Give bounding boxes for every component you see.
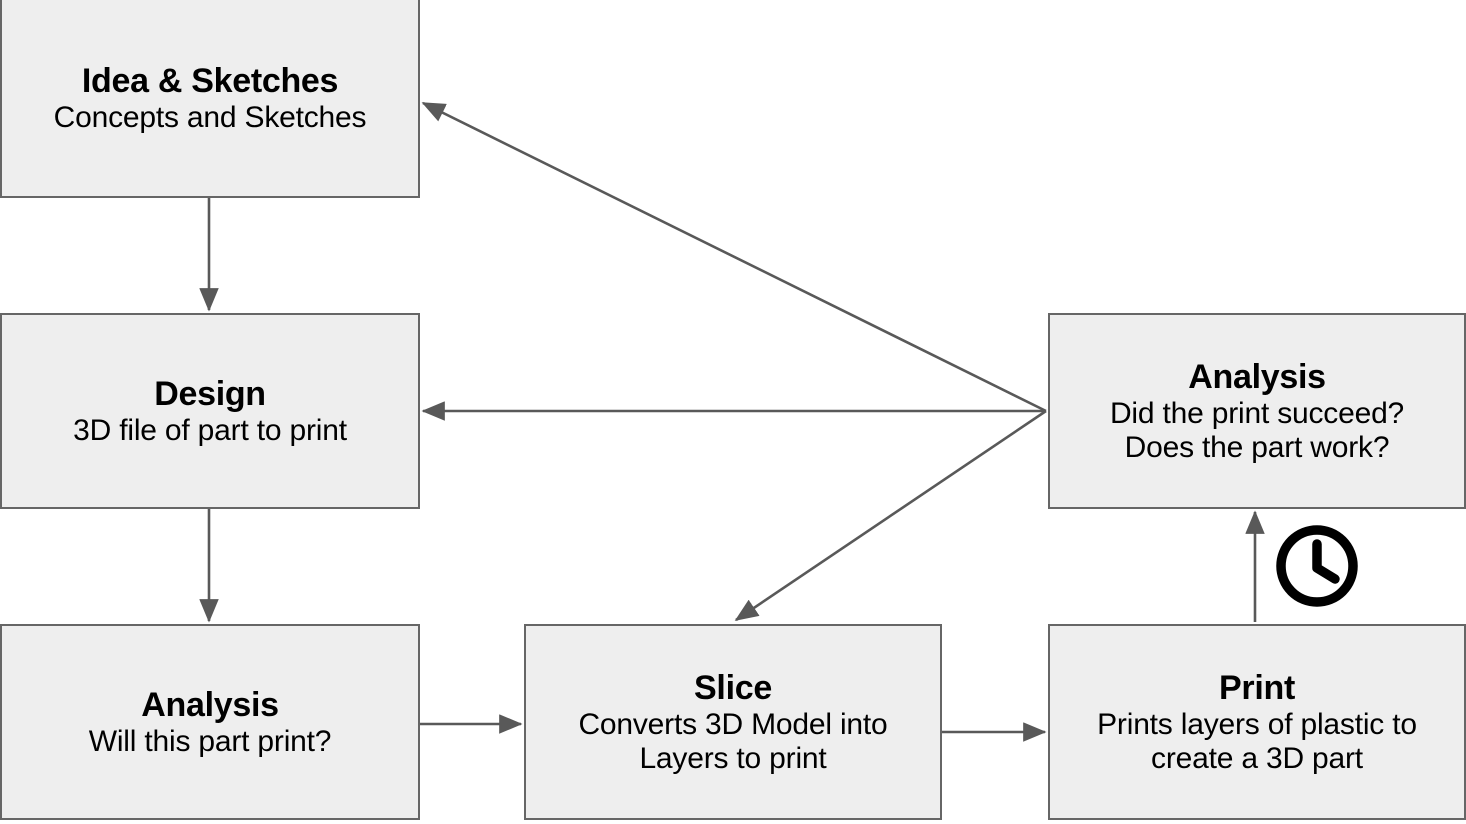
node-subtitle-line: Prints layers of plastic to <box>1097 707 1417 741</box>
node-subtitle: Converts 3D Model into Layers to print <box>578 708 887 775</box>
edge-analysis-post-to-idea <box>421 101 1047 413</box>
node-title: Design <box>154 374 266 413</box>
node-analysis-post-print[interactable]: Analysis Did the print succeed? Does the… <box>1048 313 1466 509</box>
node-subtitle-line: Layers to print <box>639 741 827 775</box>
node-idea-and-sketches[interactable]: Idea & Sketches Concepts and Sketches <box>0 0 420 198</box>
node-subtitle-line: Will this part print? <box>88 724 332 758</box>
node-title: Idea & Sketches <box>81 61 339 100</box>
node-subtitle-line: 3D file of part to print <box>73 413 347 447</box>
clock-icon <box>1276 525 1358 607</box>
edge-analysis-post-to-slice <box>734 409 1047 622</box>
node-subtitle: Prints layers of plastic to create a 3D … <box>1097 708 1417 775</box>
node-subtitle: Concepts and Sketches <box>54 101 367 135</box>
node-subtitle-line: Concepts and Sketches <box>53 100 367 134</box>
node-title: Print <box>1219 668 1295 707</box>
node-analysis-pre-print[interactable]: Analysis Will this part print? <box>0 624 420 820</box>
node-print[interactable]: Print Prints layers of plastic to create… <box>1048 624 1466 820</box>
node-subtitle: 3D file of part to print <box>73 414 347 448</box>
node-title: Analysis <box>141 685 279 724</box>
node-subtitle: Did the print succeed? Does the part wor… <box>1110 397 1404 464</box>
node-subtitle-line: Does the part work? <box>1124 430 1390 464</box>
node-subtitle: Will this part print? <box>89 725 332 759</box>
node-design[interactable]: Design 3D file of part to print <box>0 313 420 509</box>
node-slice[interactable]: Slice Converts 3D Model into Layers to p… <box>524 624 942 820</box>
node-title: Analysis <box>1188 357 1326 396</box>
node-subtitle-line: create a 3D part <box>1151 741 1363 775</box>
node-subtitle-line: Converts 3D Model into <box>578 707 888 741</box>
node-subtitle-line: Did the print succeed? <box>1109 396 1405 430</box>
node-title: Slice <box>694 668 772 707</box>
